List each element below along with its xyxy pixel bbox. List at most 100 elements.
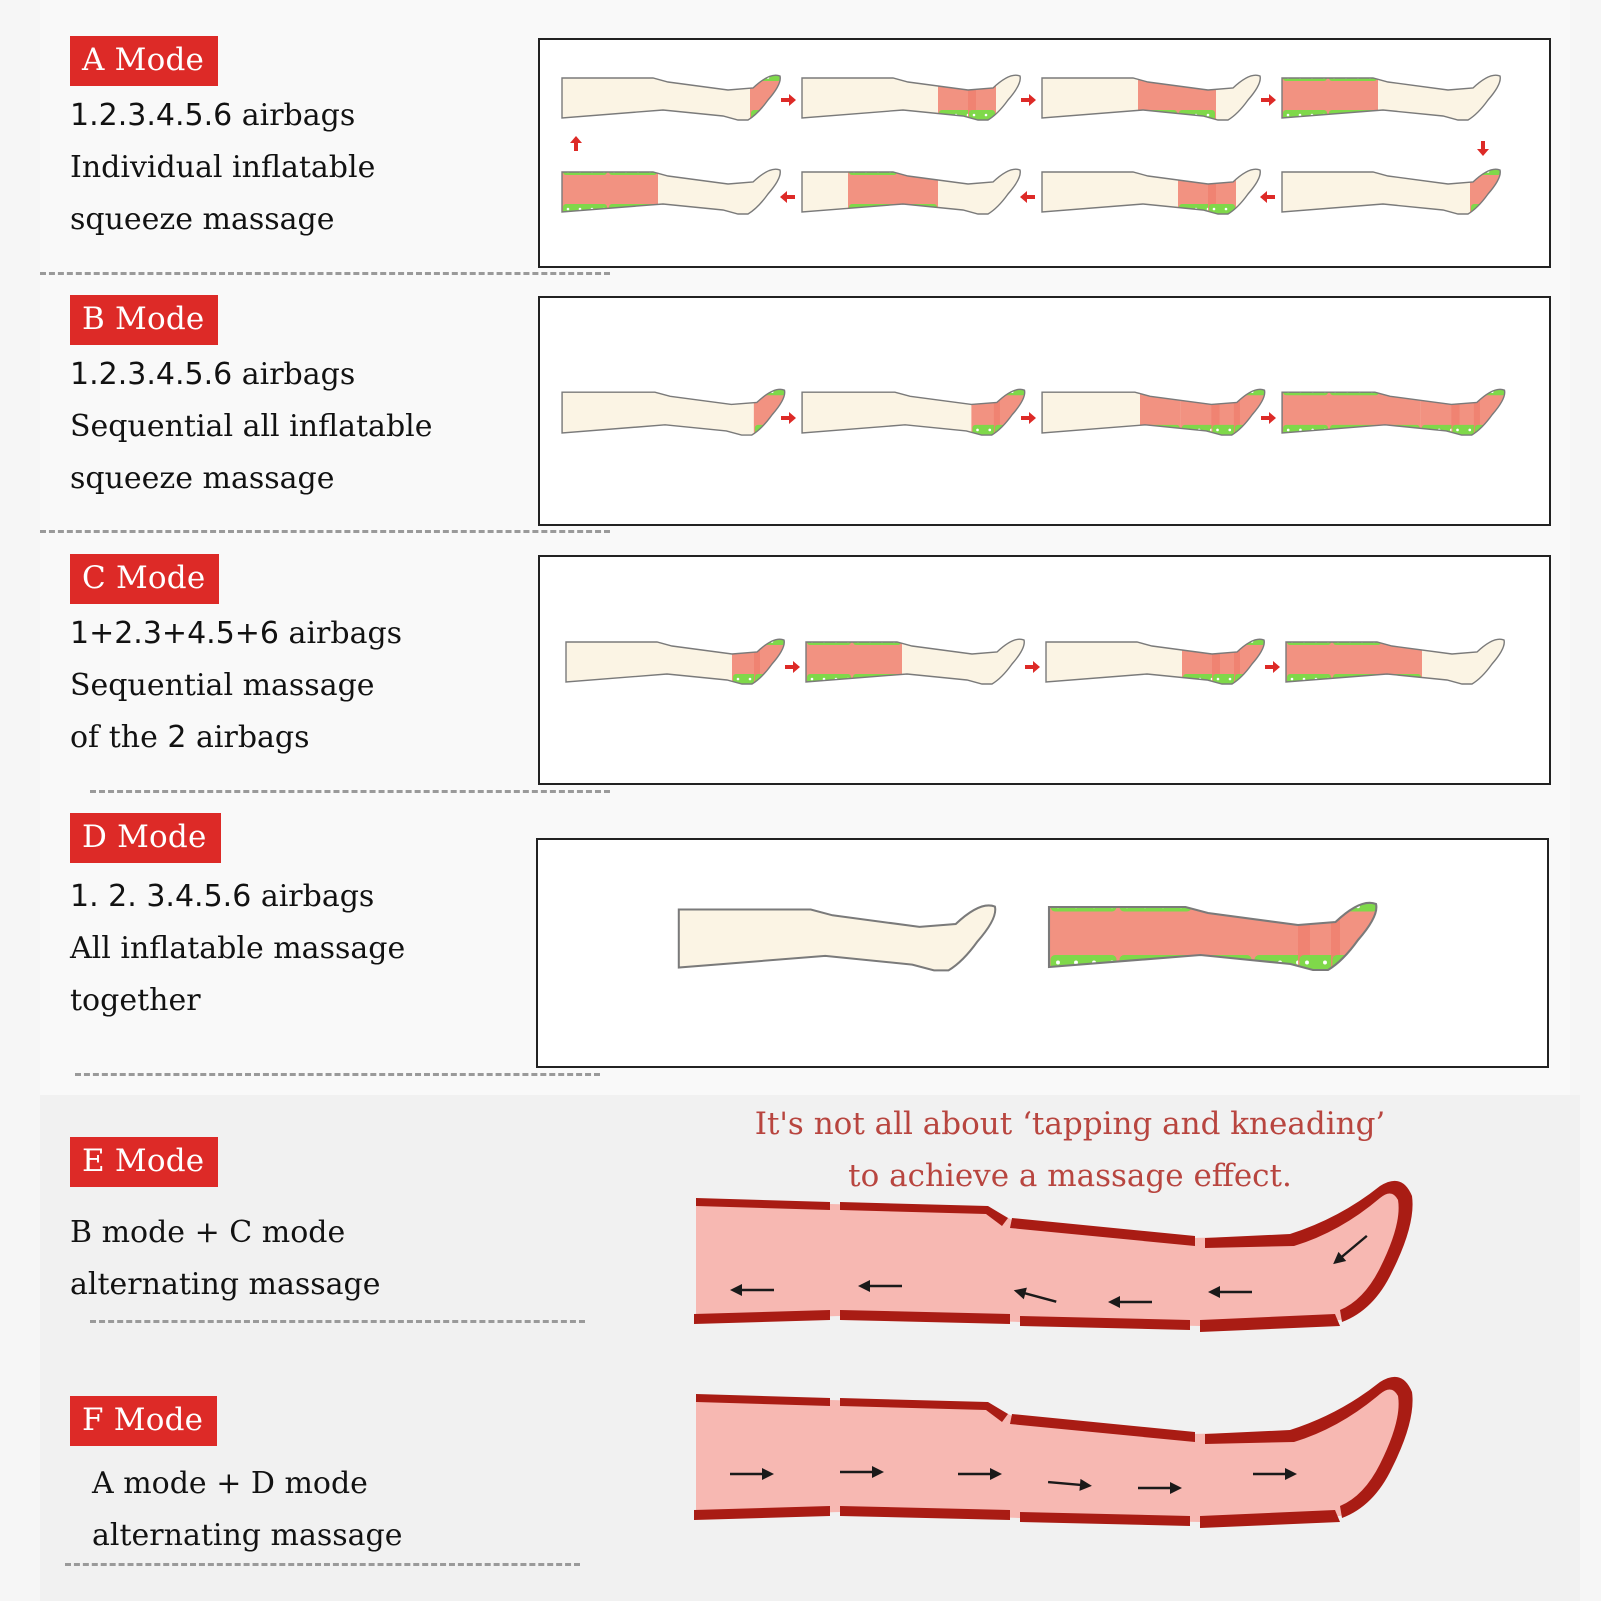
mode-b-leg-sequence	[561, 388, 1506, 436]
mode-f-description: A mode + D mode alternating massage	[70, 1458, 403, 1562]
arrow-right-icon	[1021, 412, 1036, 424]
slogan: It's not all about ‘tapping and kneading…	[700, 1098, 1440, 1202]
mode-a-line3: squeeze massage	[70, 202, 335, 237]
airbag-band	[1020, 1512, 1190, 1526]
mode-e-info: E Mode B mode + C mode alternating massa…	[70, 1137, 381, 1311]
mode-d-airbags-text: airbags	[251, 879, 375, 914]
leg-step-3	[1045, 638, 1265, 685]
leg-deflated	[677, 904, 997, 972]
airbag-band	[840, 1398, 1008, 1422]
mode-d-diagram	[536, 838, 1549, 1068]
mode-c-line3-pre: of the	[70, 720, 168, 755]
leg-step-2	[801, 388, 1026, 436]
arrow-left-icon	[1208, 1286, 1252, 1298]
airbag-band	[696, 1198, 830, 1210]
leg-step-8	[561, 168, 781, 215]
mode-a-leg-sequence	[561, 74, 1501, 215]
arrow-right-icon	[785, 661, 800, 673]
mode-a-line2: Individual inflatable	[70, 150, 376, 185]
arrow-right-icon	[1261, 94, 1276, 106]
leg-step-4	[1281, 388, 1506, 436]
arrow-right-icon	[730, 1468, 774, 1480]
mode-d-info: D Mode 1. 2. 3.4.5.6 airbags All inflata…	[70, 813, 405, 1027]
leg-step-7	[801, 168, 1021, 215]
leg-fully-inflated	[1047, 901, 1378, 972]
mode-c-line3-post: airbags	[186, 720, 310, 755]
mode-b-description: 1.2.3.4.5.6 airbags Sequential all infla…	[70, 349, 433, 505]
mode-f-line2: alternating massage	[92, 1518, 403, 1553]
mode-d-description: 1. 2. 3.4.5.6 airbags All inflatable mas…	[70, 871, 405, 1027]
arrow-left-icon	[780, 191, 795, 203]
leg-step-1	[561, 74, 781, 121]
mode-a-diagram	[538, 38, 1551, 268]
arrow-right-icon	[1265, 661, 1280, 673]
airbag-band	[840, 1310, 1010, 1324]
slogan-line2: to achieve a massage effect.	[848, 1158, 1292, 1194]
arrow-right-icon	[1047, 1478, 1092, 1491]
arrow-right-icon	[1025, 661, 1040, 673]
f-mode-leg-illustration	[694, 1376, 1413, 1528]
mode-c-line3-num: 2	[167, 720, 187, 755]
leg-step-1	[561, 388, 786, 436]
mode-f-badge: F Mode	[70, 1396, 218, 1446]
mode-b-info: B Mode 1.2.3.4.5.6 airbags Sequential al…	[70, 295, 433, 505]
mode-e-line1: B mode + C mode	[70, 1215, 346, 1250]
mode-c-info: C Mode 1+2.3+4.5+6 airbags Sequential ma…	[70, 554, 402, 764]
mode-d-airbag-numbers: 1. 2. 3.4.5.6	[70, 879, 252, 914]
arrow-right-icon	[840, 1466, 884, 1478]
mode-d-line3: together	[70, 983, 201, 1018]
mode-b-diagram	[538, 296, 1551, 526]
mode-c-airbag-numbers: 1+2.3+4.5+6	[70, 616, 280, 651]
arrow-left-icon	[858, 1280, 902, 1292]
leg-step-4	[1285, 638, 1505, 685]
arrow-left-icon	[1013, 1287, 1057, 1303]
mode-c-badge: C Mode	[70, 554, 220, 604]
leg-step-2	[801, 74, 1021, 121]
mode-b-badge: B Mode	[70, 295, 219, 345]
slogan-line1: It's not all about ‘tapping and kneading…	[754, 1106, 1386, 1142]
mode-e-badge: E Mode	[70, 1137, 219, 1187]
arrow-right-icon	[1253, 1468, 1297, 1480]
arrow-right-icon	[1261, 412, 1276, 424]
leg-step-3	[1041, 388, 1266, 436]
divider	[40, 272, 610, 275]
arrow-right-icon	[1021, 94, 1036, 106]
divider	[40, 530, 610, 533]
leg-step-6	[1041, 168, 1261, 215]
leg-step-1	[565, 638, 785, 685]
airbag-band	[1020, 1316, 1190, 1330]
arrow-left-icon	[1333, 1234, 1368, 1265]
leg-step-2	[805, 638, 1025, 685]
mode-e-line2: alternating massage	[70, 1267, 381, 1302]
arrow-right-icon	[781, 412, 796, 424]
mode-a-airbag-numbers: 1.2.3.4.5.6	[70, 98, 233, 133]
mode-b-airbag-numbers: 1.2.3.4.5.6	[70, 357, 233, 392]
mode-c-leg-sequence	[565, 638, 1505, 685]
leg-step-3	[1041, 74, 1261, 121]
mode-a-description: 1.2.3.4.5.6 airbags Individual inflatabl…	[70, 90, 375, 246]
arrow-right-icon	[1138, 1482, 1182, 1494]
arrow-left-icon	[730, 1284, 774, 1296]
arrow-up-icon	[570, 136, 582, 151]
airbag-band	[696, 1394, 830, 1406]
airbag-band	[1010, 1414, 1195, 1442]
leg-step-5	[1281, 168, 1501, 215]
mode-c-description: 1+2.3+4.5+6 airbags Sequential massage o…	[70, 608, 402, 764]
divider	[75, 1073, 600, 1076]
mode-b-line2: Sequential all inflatable	[70, 409, 433, 444]
mode-d-line2: All inflatable massage	[70, 931, 406, 966]
mode-e-description: B mode + C mode alternating massage	[70, 1207, 381, 1311]
mode-a-info: A Mode 1.2.3.4.5.6 airbags Individual in…	[70, 36, 375, 246]
mode-a-badge: A Mode	[70, 36, 219, 86]
arrow-down-icon	[1477, 141, 1489, 156]
mode-c-diagram	[538, 555, 1551, 785]
mode-b-airbags-text: airbags	[232, 357, 356, 392]
mode-c-airbags-text: airbags	[279, 616, 403, 651]
arrow-left-icon	[1108, 1296, 1152, 1308]
mode-f-line1: A mode + D mode	[92, 1466, 368, 1501]
mode-d-badge: D Mode	[70, 813, 221, 863]
divider	[65, 1563, 580, 1566]
airbag-band	[694, 1310, 830, 1324]
airbag-band	[1010, 1218, 1195, 1246]
mode-a-airbags-text: airbags	[232, 98, 356, 133]
